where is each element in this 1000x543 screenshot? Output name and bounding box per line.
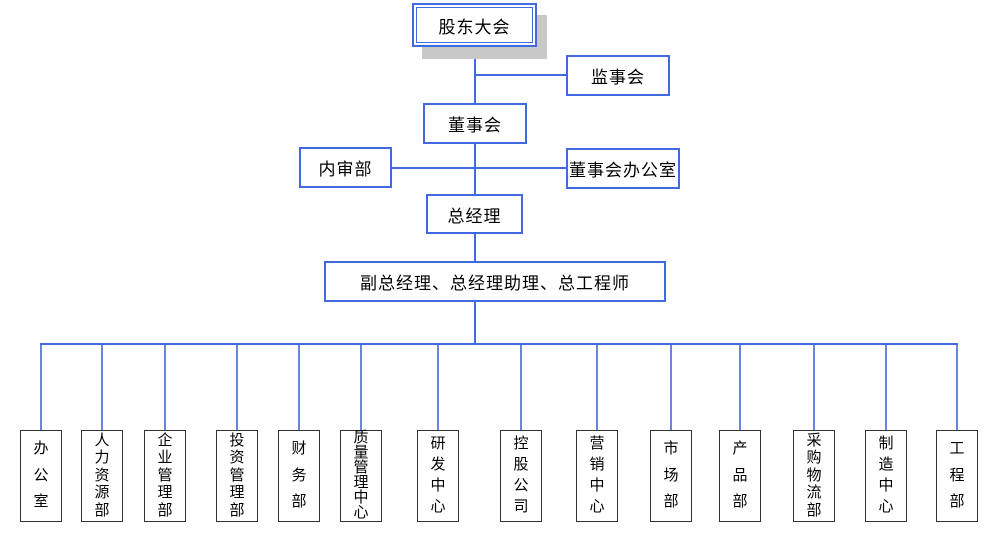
connector-drop-engineering-dept: [956, 345, 958, 430]
connector-drop-quality-mgmt: [360, 345, 362, 430]
connector-board-to-gm: [474, 143, 476, 195]
connector-gm-to-deputy: [474, 233, 476, 262]
connector-audit-to-board-office: [392, 167, 566, 169]
general-manager-label: 总经理: [447, 206, 502, 226]
connector-drop-marketing-center: [596, 345, 598, 430]
dept-box-engineering-dept: 工程部: [936, 430, 978, 522]
box-shareholders-meeting-inner: 股东大会: [416, 7, 533, 43]
dept-manufacturing-center-label: 制造中心: [878, 436, 894, 515]
connector-to-supervisory-board: [475, 74, 566, 76]
dept-box-investment-management: 投资管理部: [216, 430, 258, 522]
dept-engineering-dept-label: 工程部: [949, 441, 965, 510]
supervisory-board-label: 监事会: [591, 68, 645, 87]
dept-box-rd-center: 研发中心: [417, 430, 459, 522]
dept-procurement-logistics-label: 采购物流部: [806, 432, 822, 519]
connector-drop-enterprise-mgmt: [164, 345, 166, 430]
box-board-of-directors: 董事会: [423, 103, 527, 144]
box-general-manager: 总经理: [426, 194, 523, 234]
connector-drop-holding-company: [520, 345, 522, 430]
dept-holding-company-label: 控股公司: [513, 436, 529, 515]
board-office-label: 董事会办公室: [569, 161, 677, 180]
dept-marketing-center-label: 营销中心: [589, 436, 605, 515]
dept-box-marketing-center: 营销中心: [576, 430, 618, 522]
board-of-directors-label: 董事会: [448, 116, 502, 135]
internal-audit-dept-label: 内审部: [318, 160, 373, 179]
dept-box-product-dept: 产品部: [719, 430, 761, 522]
dept-box-procurement-logistics: 采购物流部: [793, 430, 835, 522]
connector-drop-rd-center: [437, 345, 439, 430]
box-internal-audit-dept: 内审部: [299, 147, 392, 188]
connector-drop-market-dept: [670, 345, 672, 430]
deputy-managers-label: 副总经理、总经理助理、总工程师: [360, 274, 630, 293]
connector-drop-investment-mgmt: [236, 345, 238, 430]
dept-rd-center-label: 研发中心: [430, 436, 446, 515]
dept-quality-management-center-label: 质量管理中心: [353, 430, 369, 521]
dept-enterprise-management-label: 企业管理部: [157, 432, 173, 519]
dept-box-manufacturing-center: 制造中心: [865, 430, 907, 522]
dept-box-finance: 财务部: [278, 430, 320, 522]
dept-product-dept-label: 产品部: [732, 441, 748, 510]
connector-drop-hr: [101, 345, 103, 430]
connector-drop-product-dept: [739, 345, 741, 430]
box-shareholders-meeting: 股东大会: [412, 3, 537, 47]
dept-box-quality-management-center: 质量管理中心: [340, 430, 382, 522]
dept-human-resources-label: 人力资源部: [94, 432, 110, 519]
connector-drop-procurement-logistics: [813, 345, 815, 430]
dept-office-label: 办公室: [33, 441, 49, 510]
dept-box-market-dept: 市场部: [650, 430, 692, 522]
dept-investment-management-label: 投资管理部: [229, 432, 245, 519]
box-supervisory-board: 监事会: [566, 55, 670, 96]
box-board-office: 董事会办公室: [566, 148, 680, 189]
box-deputy-managers: 副总经理、总经理助理、总工程师: [324, 261, 666, 302]
dept-box-human-resources: 人力资源部: [81, 430, 123, 522]
connector-drop-manufacturing-center: [885, 345, 887, 430]
connector-deputy-to-bus: [474, 301, 476, 344]
connector-drop-finance: [298, 345, 300, 430]
dept-box-holding-company: 控股公司: [500, 430, 542, 522]
dept-box-enterprise-management: 企业管理部: [144, 430, 186, 522]
connector-drop-office: [40, 345, 42, 430]
dept-market-dept-label: 市场部: [663, 441, 679, 510]
shareholders-meeting-label: 股东大会: [438, 17, 511, 37]
dept-box-office: 办公室: [20, 430, 62, 522]
dept-finance-label: 财务部: [291, 441, 307, 510]
connector-bus-horizontal: [40, 343, 958, 345]
